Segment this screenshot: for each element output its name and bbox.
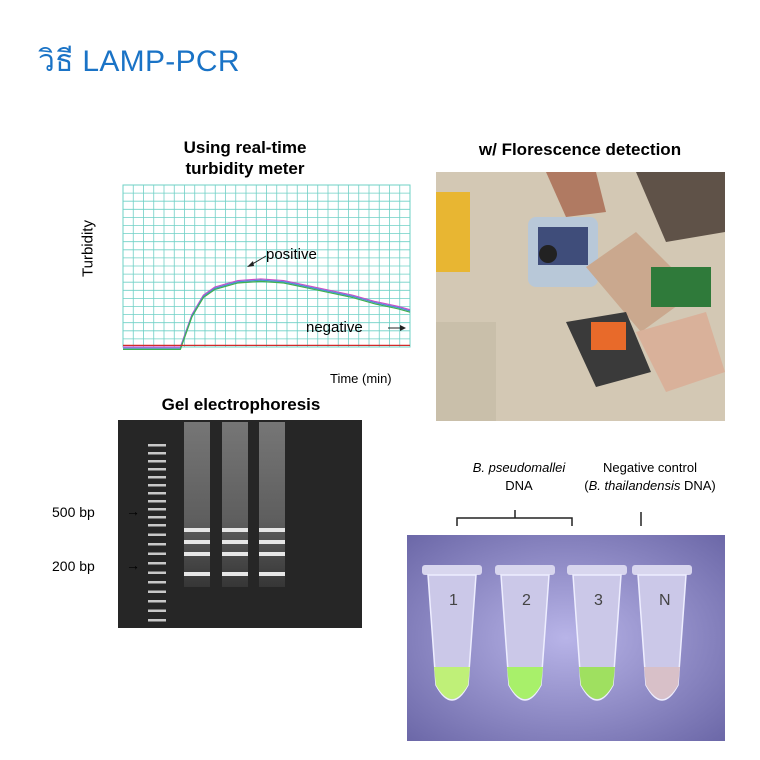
ladder-band xyxy=(148,492,166,495)
ladder-band xyxy=(148,562,166,565)
slide-title: วิธี LAMP-PCR xyxy=(38,45,240,78)
ladder-band xyxy=(148,619,166,622)
turbidity-heading-line2: turbidity meter xyxy=(185,159,305,178)
fluorescence-heading: w/ Florescence detection xyxy=(478,140,682,159)
dna-label: DNA xyxy=(505,478,533,493)
sample-band xyxy=(184,528,210,532)
sample-band xyxy=(184,572,210,576)
paren-open: ( xyxy=(584,478,589,493)
series-line-positive xyxy=(123,280,411,350)
sample-band xyxy=(259,572,285,576)
negative-species-label: B. thailandensis xyxy=(588,478,681,493)
sample-band xyxy=(222,528,248,532)
marker-200-label: 200 bp xyxy=(52,558,95,574)
group-bracket xyxy=(456,510,642,526)
sample-band xyxy=(184,552,210,556)
turbidity-heading-line1: Using real-time xyxy=(183,138,307,157)
positive-annotation: positive xyxy=(266,246,317,263)
ladder-band xyxy=(148,516,166,519)
ladder-band xyxy=(148,590,166,593)
series-line-positive xyxy=(123,278,411,348)
negative-dna-label: DNA) xyxy=(680,478,716,493)
sample-band xyxy=(222,552,248,556)
tube: 3 xyxy=(567,565,627,701)
tube: 1 xyxy=(422,565,482,701)
gel-bands xyxy=(148,422,285,631)
ladder-band xyxy=(148,581,166,584)
marker-500-arrow-icon: → xyxy=(126,503,140,519)
sample-band xyxy=(259,540,285,544)
tube-label: 2 xyxy=(522,592,531,609)
sample-band xyxy=(184,540,210,544)
series-line-positive xyxy=(123,279,411,349)
ladder-band xyxy=(148,524,166,527)
fluorescence-device-photo xyxy=(436,172,725,421)
y-axis-label: Turbidity xyxy=(79,220,97,277)
tubes-photo: 1 2 3 N xyxy=(407,535,725,741)
ladder-band xyxy=(148,460,166,463)
negative-control-caption: Negative control (B. thailandensis DNA) xyxy=(560,459,740,495)
marker-500-label: 500 bp xyxy=(52,504,95,520)
ladder-band xyxy=(148,600,166,603)
ladder-band xyxy=(148,484,166,487)
negative-annotation: negative xyxy=(306,319,363,336)
ladder-band xyxy=(148,552,166,555)
chart-grid xyxy=(122,184,411,348)
tube-label: 1 xyxy=(449,592,458,609)
ladder-band xyxy=(148,508,166,511)
positive-group-caption: B. pseudomallei DNA xyxy=(438,459,600,495)
tube: N xyxy=(632,565,692,701)
tube-label: 3 xyxy=(594,592,603,609)
turbidity-heading: Using real-time turbidity meter xyxy=(150,137,340,179)
ladder-band xyxy=(148,476,166,479)
gel-image xyxy=(118,420,362,631)
x-axis-label: Time (min) xyxy=(330,371,392,386)
ladder-band xyxy=(148,543,166,546)
ladder-band xyxy=(148,609,166,612)
turbidity-chart xyxy=(122,184,411,350)
marker-200-arrow-icon: → xyxy=(126,557,140,573)
sample-band xyxy=(222,572,248,576)
sample-band xyxy=(259,528,285,532)
ladder-band xyxy=(148,533,166,536)
gel-heading: Gel electrophoresis xyxy=(161,395,321,414)
ladder-band xyxy=(148,444,166,447)
tube: 2 xyxy=(495,565,555,701)
species-label: B. pseudomallei xyxy=(472,460,566,475)
sample-band xyxy=(259,552,285,556)
chart-lines xyxy=(123,278,411,350)
negative-arrow-icon xyxy=(388,325,406,331)
ladder-band xyxy=(148,500,166,503)
ladder-band xyxy=(148,571,166,574)
tube-label: N xyxy=(659,592,671,609)
positive-arrow-icon xyxy=(247,255,267,267)
ladder-band xyxy=(148,468,166,471)
sample-band xyxy=(222,540,248,544)
ladder-band xyxy=(148,452,166,455)
negative-control-label: Negative control xyxy=(603,460,697,475)
